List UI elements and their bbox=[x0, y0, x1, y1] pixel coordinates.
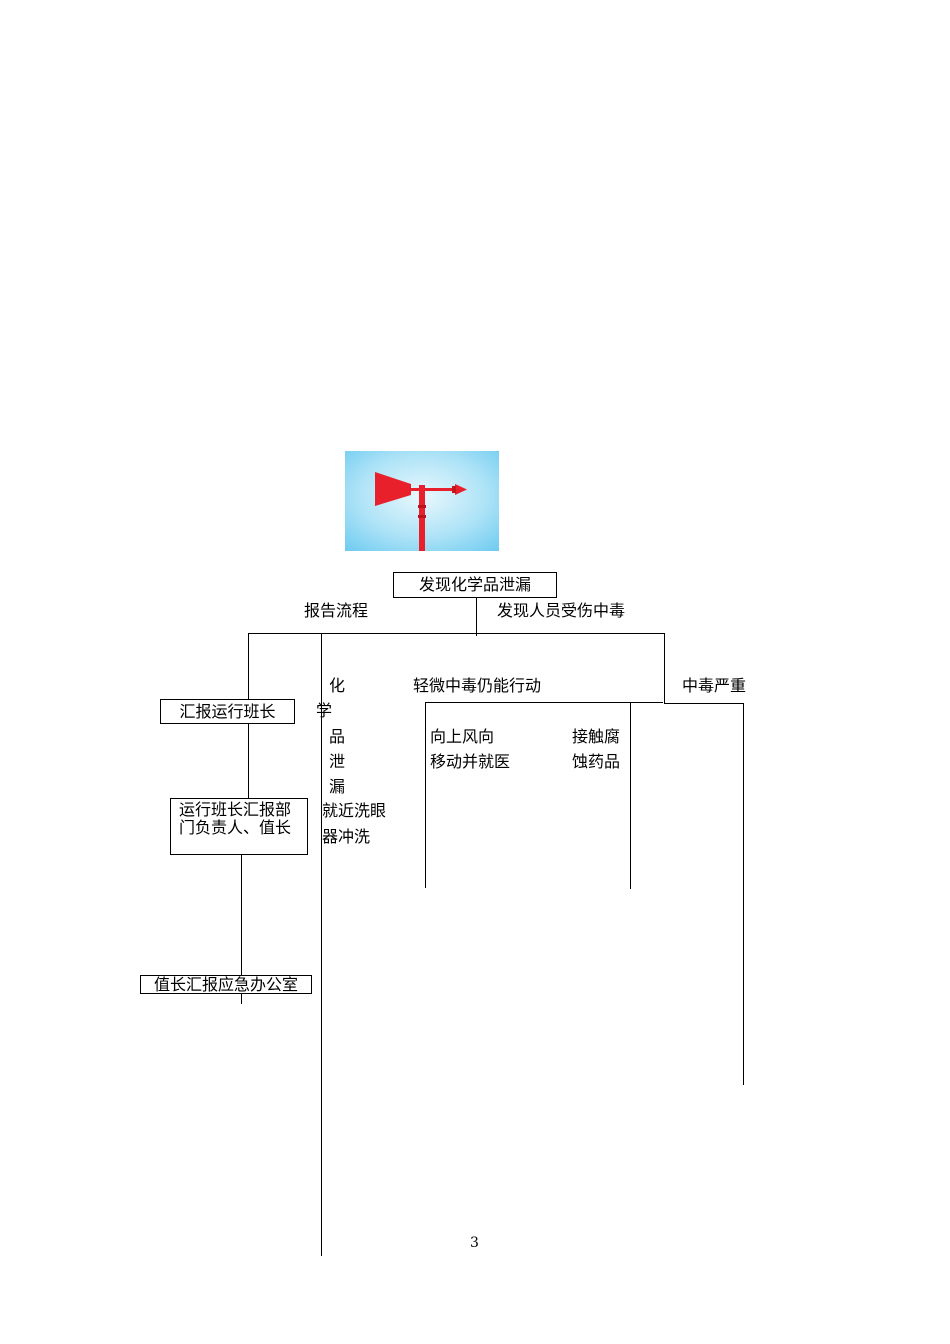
chem-leak-char-3: 品 bbox=[329, 727, 346, 746]
eyewash-line-2: 器冲洗 bbox=[322, 827, 371, 846]
duty-chief-connector bbox=[241, 855, 242, 1004]
shift-leader-report-line-1: 运行班长汇报部 bbox=[179, 800, 292, 819]
report-flow-label: 报告流程 bbox=[304, 601, 369, 620]
severe-branch-line bbox=[664, 703, 743, 704]
corrosive-line-1: 接触腐 bbox=[572, 727, 621, 746]
severe-line bbox=[743, 703, 744, 1085]
corrosive-line-2: 蚀药品 bbox=[572, 752, 621, 771]
mild-branch-line bbox=[425, 702, 663, 703]
shift-leader-report-line-2: 门负责人、值长 bbox=[179, 818, 292, 837]
wind-vane-icon bbox=[345, 451, 499, 551]
injury-label: 发现人员受伤中毒 bbox=[497, 601, 626, 620]
start-box: 发现化学品泄漏 bbox=[393, 572, 557, 598]
corrosive-line bbox=[630, 702, 631, 889]
report-shift-leader-box: 汇报运行班长 bbox=[160, 699, 295, 724]
start-label: 发现化学品泄漏 bbox=[418, 575, 531, 594]
report-shift-leader-label: 汇报运行班长 bbox=[179, 702, 276, 721]
eyewash-branch-line bbox=[321, 633, 322, 1256]
eyewash-line-1: 就近洗眼 bbox=[322, 801, 387, 820]
duty-chief-report-label: 值长汇报应急办公室 bbox=[153, 975, 298, 994]
severe-poisoning-label: 中毒严重 bbox=[682, 676, 747, 695]
injury-right-line bbox=[664, 633, 665, 703]
upwind-line-2: 移动并就医 bbox=[430, 752, 511, 771]
upwind-line-1: 向上风向 bbox=[430, 727, 495, 746]
duty-chief-report-box: 值长汇报应急办公室 bbox=[140, 975, 312, 994]
main-branch-line bbox=[248, 633, 665, 634]
chem-leak-char-1: 化 bbox=[329, 676, 346, 695]
upwind-line bbox=[425, 702, 426, 888]
mild-poisoning-label: 轻微中毒仍能行动 bbox=[413, 676, 542, 695]
chem-leak-char-5: 漏 bbox=[329, 777, 346, 796]
shift-leader-report-box: 运行班长汇报部 门负责人、值长 bbox=[170, 798, 308, 855]
start-connector bbox=[476, 598, 477, 636]
page-number: 3 bbox=[470, 1235, 479, 1251]
chem-leak-char-2: 学 bbox=[316, 701, 333, 720]
chem-leak-char-4: 泄 bbox=[329, 752, 346, 771]
